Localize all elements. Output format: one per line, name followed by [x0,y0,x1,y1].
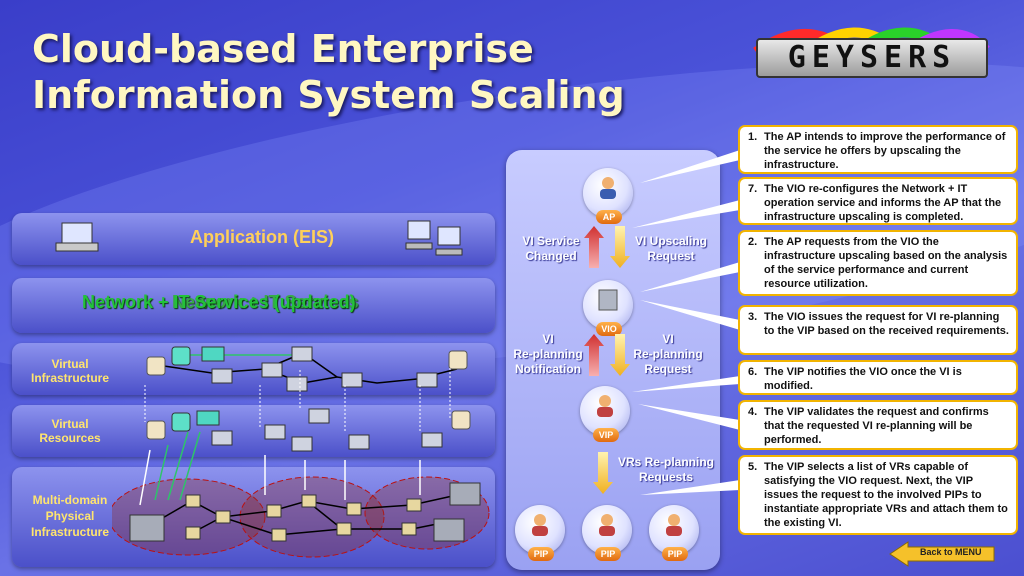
switch-icon [341,372,363,388]
step-box: 4.The VIP validates the request and conf… [738,400,1018,450]
virtual-resources-layer: Virtual Resources [12,405,495,457]
switch-icon [346,502,362,516]
application-layer: Application (EIS) [12,213,495,265]
switch-icon [421,432,443,448]
vi-upscaling-request-label: VI Upscaling Request [634,234,708,263]
vrs-replanning-requests-label: VRs Re-planning Requests [617,455,714,484]
desktop-computers-icon [405,220,463,256]
server-icon [598,289,618,311]
switch-icon [271,528,287,542]
switch-icon [291,346,313,362]
arrow-down-icon [593,452,613,494]
vip-node: VIP [580,386,630,442]
switch-icon [211,430,233,446]
back-to-menu-button[interactable]: Back to MENU [888,540,998,568]
person-icon [600,177,616,199]
server-icon [451,410,471,430]
switch-icon [401,522,417,536]
person-icon [532,514,548,536]
physical-infrastructure-layer: Multi-domain Physical Infrastructure [12,467,495,567]
switch-icon [185,526,201,540]
server-icon [448,350,468,370]
step-box: 3.The VIO issues the request for VI re-p… [738,305,1018,355]
virtual-infrastructure-layer: Virtual Infrastructure [12,343,495,395]
server-icon [146,356,166,376]
virtual-infrastructure-topology [146,346,468,392]
ap-badge: AP [596,210,622,224]
switch-icon [416,372,438,388]
switch-icon [286,376,308,392]
pip-badge: PIP [595,547,621,561]
virtual-resources-icons [146,408,471,452]
switch-icon [201,346,225,362]
person-icon [666,514,682,536]
switch-icon [264,424,286,440]
arrow-down-icon [610,226,630,268]
back-arrow-icon [889,541,995,567]
back-to-menu-label: Back to MENU [920,547,982,557]
server-icon [171,412,191,432]
switch-icon [291,436,313,452]
step-box: 7.The VIO re-configures the Network + IT… [738,177,1018,225]
step-box: 1.The AP intends to improve the performa… [738,125,1018,174]
pip-badge: PIP [528,547,554,561]
switch-icon [185,494,201,508]
step-box: 5.The VIP selects a list of VRs capable … [738,455,1018,535]
step-box: 6.The VIP notifies the VIO once the VI i… [738,360,1018,395]
pip-node: PIP [515,505,565,561]
vi-service-changed-label: VI Service Changed [522,234,580,263]
person-icon [597,395,613,417]
switch-icon [211,368,233,384]
physical-network-topology [112,476,490,558]
logo-text: GEYSERS [756,38,988,78]
switch-icon [406,498,422,512]
network-services-layer: Network + IT Services Network + IT Servi… [12,278,495,333]
page-title: Cloud-based Enterprise Information Syste… [32,27,625,117]
network-services-label: Network + IT Services [172,292,359,312]
vi-replanning-request-label: VI Re-planning Request [633,332,703,376]
switch-icon [196,410,220,426]
vi-replanning-notification-label: VI Re-planning Notification [513,332,583,376]
switch-icon [348,434,370,450]
switch-icon [301,494,317,508]
switch-icon [261,362,283,378]
vio-badge: VIO [596,322,622,336]
person-icon [599,514,615,536]
datacenter-server-icon [129,514,165,542]
switch-icon [308,408,330,424]
pip-node: PIP [582,505,632,561]
arrow-up-icon [584,226,604,268]
pip-node: PIP [649,505,699,561]
switch-icon [215,510,231,524]
switch-icon [266,504,282,518]
pip-badge: PIP [662,547,688,561]
ap-node: AP [583,168,633,224]
virtual-resources-label: Virtual Resources [39,417,101,445]
arrow-up-icon [584,334,604,376]
physical-infrastructure-label: Multi-domain Physical Infrastructure [30,493,110,539]
layer-mapping-lines [139,368,451,506]
server-icon [146,420,166,440]
vio-node: VIO [583,280,633,336]
arrow-down-icon [610,334,630,376]
step-box: 2.The AP requests from the VIO the infra… [738,230,1018,296]
application-label: Application (EIS) [190,227,334,247]
virtual-infrastructure-label: Virtual Infrastructure [30,357,110,385]
datacenter-server-icon [433,518,465,542]
datacenter-server-icon [449,482,481,506]
switch-icon [336,522,352,536]
laptop-icon [55,222,99,252]
network-services-updated-label: Network + IT Services (updated) [82,292,356,312]
vip-badge: VIP [593,428,619,442]
server-icon [171,346,191,366]
